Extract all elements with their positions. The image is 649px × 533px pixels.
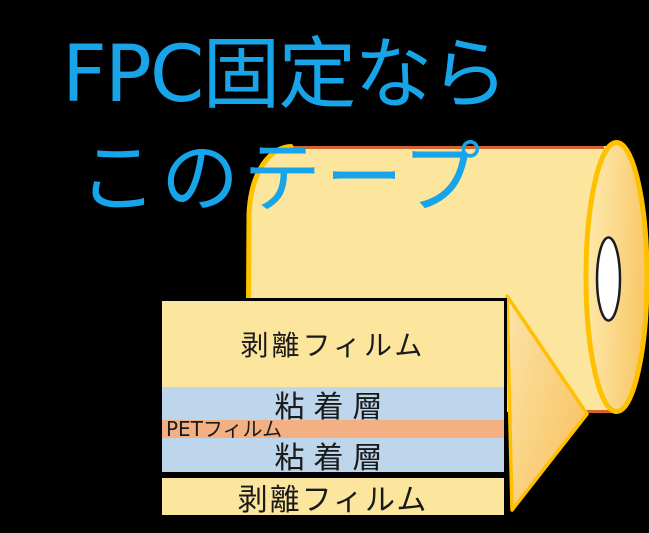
layer-label: 粘着層 xyxy=(274,441,392,476)
roll-core-hole xyxy=(595,236,622,322)
layer-row-release-film-bottom: 剥離フィルム xyxy=(162,478,504,518)
layer-label: PETフィルム xyxy=(166,417,283,441)
tape-layers-box: 剥離フィルム 粘着層 PETフィルム 粘着層 xyxy=(159,298,507,476)
headline-line1: FPC固定なら xyxy=(62,30,508,120)
layer-row-release-film-top: 剥離フィルム xyxy=(162,301,504,387)
layer-label: 剥離フィルム xyxy=(240,329,426,362)
layer-row-adhesive-bottom: 粘着層 xyxy=(162,438,504,476)
headline-line2: このテープ xyxy=(79,134,485,224)
release-film-bottom-box: 剥離フィルム xyxy=(159,475,507,518)
layer-row-pet-film: PETフィルム xyxy=(162,417,504,441)
headline: FPC固定なら このテープ xyxy=(62,30,508,224)
layer-label: 粘着層 xyxy=(274,389,392,425)
tape-fold-triangle xyxy=(505,294,589,512)
layer-row-adhesive-top: 粘着層 xyxy=(162,387,504,425)
roll-left-outline xyxy=(246,144,294,305)
layer-label: 剥離フィルム xyxy=(237,482,429,518)
tape-layer-diagram: 剥離フィルム 粘着層 PETフィルム 粘着層 剥離フィルム xyxy=(159,298,507,518)
